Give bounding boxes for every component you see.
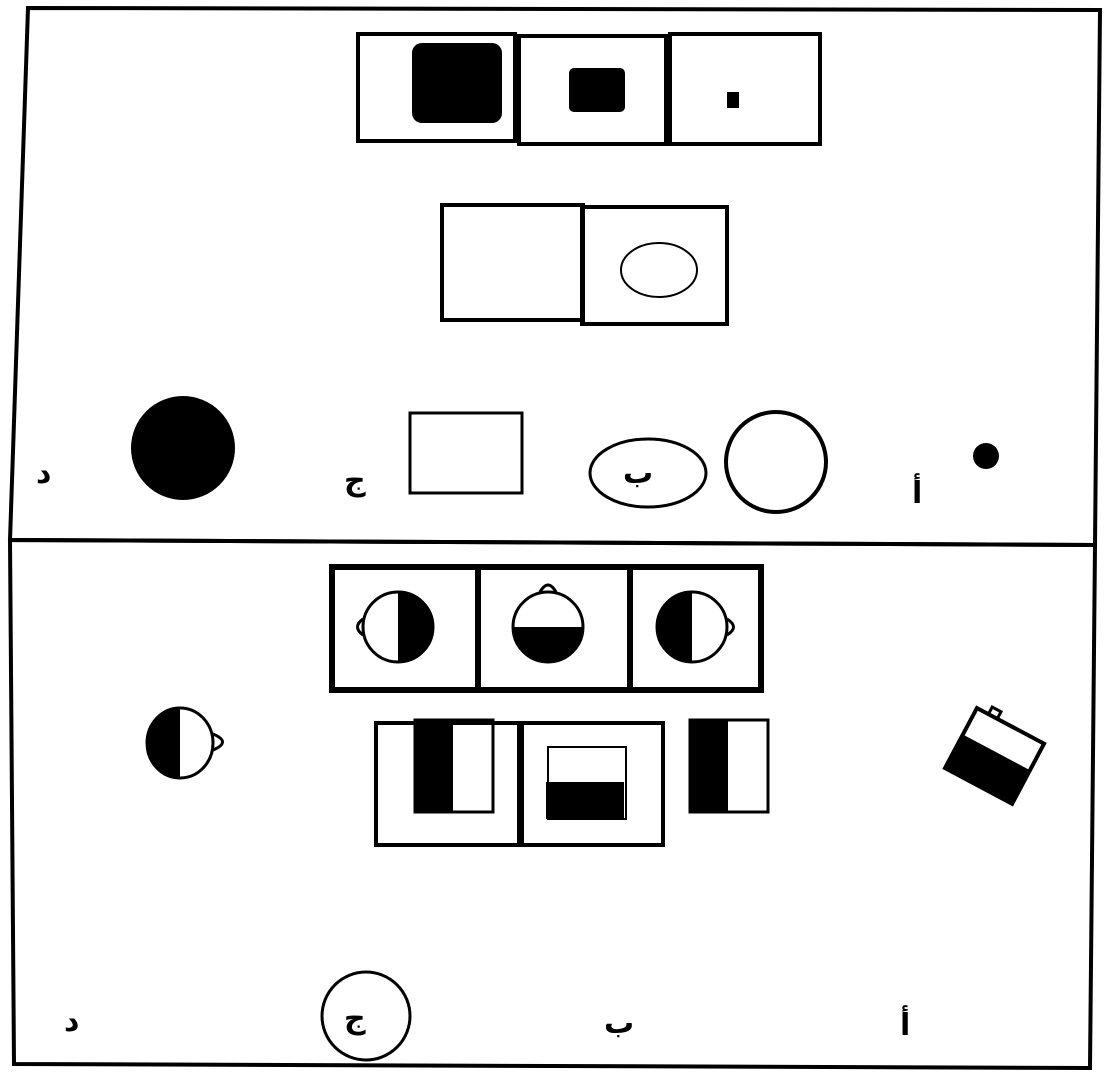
puzzle-2: أ ب ج xyxy=(64,567,1048,1060)
option-jim[interactable]: ج xyxy=(322,720,493,1060)
half-circle-right-black xyxy=(358,592,434,662)
option-label: أ xyxy=(912,473,922,511)
half-circle-bottom-black xyxy=(513,585,583,662)
question-row-1 xyxy=(442,205,727,324)
question-cell-box xyxy=(522,723,663,845)
tiny-black-square xyxy=(727,92,739,108)
option-label: ج xyxy=(344,1001,366,1036)
page-frame xyxy=(10,8,1100,1068)
option-label: ب xyxy=(623,456,653,491)
empty-answer-cell xyxy=(442,205,583,320)
options-row-1: أ ب ج د xyxy=(36,396,999,512)
sequence-row-2 xyxy=(332,567,761,690)
puzzle-1: أ ب ج د xyxy=(36,34,999,512)
label-circle xyxy=(322,972,410,1060)
option-alef[interactable]: أ xyxy=(912,443,999,511)
sequence-cell-1 xyxy=(358,34,515,141)
medium-black-square xyxy=(569,68,625,112)
option-label: ج xyxy=(344,463,366,498)
large-black-square xyxy=(412,43,502,123)
square-outline xyxy=(410,413,522,493)
option-dal[interactable]: د xyxy=(64,708,223,1039)
half-circle-left-black xyxy=(657,592,734,662)
half-black-circle-with-tab xyxy=(147,708,223,778)
sequence-cell-3 xyxy=(670,34,820,144)
tilted-half-filled-box xyxy=(945,701,1048,804)
option-label: د xyxy=(64,1004,79,1039)
small-black-dot xyxy=(973,443,999,469)
option-dal[interactable]: د xyxy=(36,396,235,500)
options-row-2: أ ب ج xyxy=(64,701,1048,1060)
option-label: أ xyxy=(900,1005,910,1043)
circle-outline xyxy=(621,243,697,297)
option-label: ب xyxy=(604,1006,634,1041)
half-black-rectangle xyxy=(415,720,493,812)
half-black-rectangle xyxy=(690,720,768,812)
large-circle-outline xyxy=(726,412,826,512)
option-alef[interactable]: أ xyxy=(900,701,1048,1043)
option-label: د xyxy=(36,456,51,491)
question-cell-circle xyxy=(582,207,727,324)
sequence-row-1 xyxy=(358,34,820,144)
option-ba[interactable]: ب xyxy=(590,412,826,512)
large-black-circle xyxy=(131,396,235,500)
option-jim[interactable]: ج xyxy=(344,413,522,498)
sequence-cell-2 xyxy=(519,36,666,144)
option-ba[interactable]: ب xyxy=(604,720,768,1041)
